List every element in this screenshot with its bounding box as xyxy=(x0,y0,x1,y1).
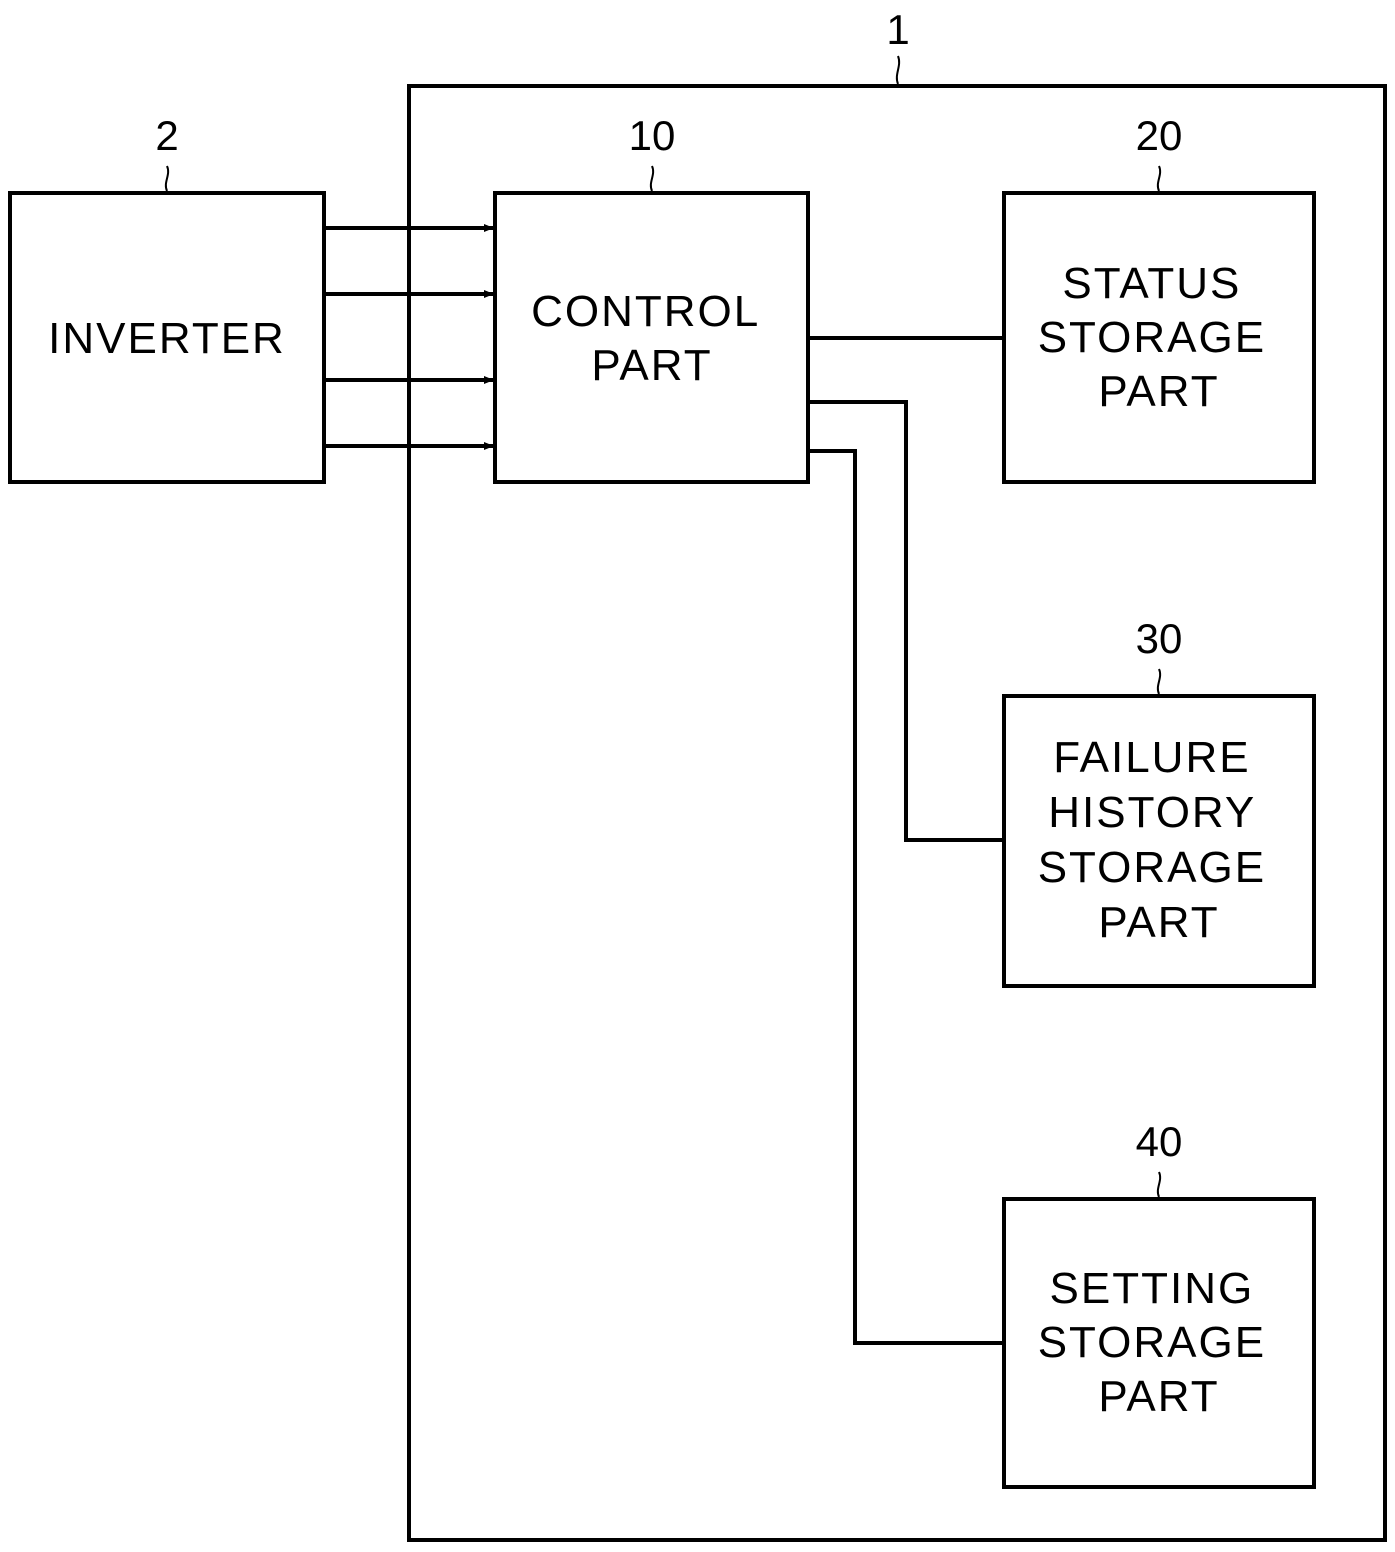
control-part-block xyxy=(495,193,808,482)
status-storage-ref-number: 20 xyxy=(1136,112,1183,159)
control-part-label-line-2: PART xyxy=(591,341,712,390)
inverter-label: INVERTER xyxy=(48,314,286,363)
control-part-label-line-1: CONTROL xyxy=(531,287,759,336)
inverter-ref-leader xyxy=(166,166,168,191)
setting-storage-ref-number: 40 xyxy=(1136,1118,1183,1165)
control-part-ref-number: 10 xyxy=(629,112,676,159)
failure-history-label-line-1: FAILURE xyxy=(1053,733,1250,782)
failure-history-ref-number: 30 xyxy=(1136,615,1183,662)
device-ref-leader xyxy=(897,56,899,84)
status-storage-label-line-1: STATUS xyxy=(1062,259,1241,308)
device-ref-number: 1 xyxy=(886,6,909,53)
control-part-ref-leader xyxy=(651,166,653,191)
control-to-failure-history-storage-line xyxy=(810,402,1002,840)
setting-storage-label-line-1: SETTING xyxy=(1050,1264,1255,1313)
inverter-label-line-1: INVERTER xyxy=(48,314,286,363)
setting-storage-label-line-3: PART xyxy=(1098,1372,1219,1421)
failure-history-label-line-4: PART xyxy=(1098,898,1219,947)
failure-history-label-line-3: STORAGE xyxy=(1038,843,1266,892)
status-storage-label-line-3: PART xyxy=(1098,367,1219,416)
inverter-ref-number: 2 xyxy=(155,112,178,159)
failure-history-label-line-2: HISTORY xyxy=(1048,788,1255,837)
setting-storage-ref-leader xyxy=(1158,1172,1160,1197)
status-storage-ref-leader xyxy=(1158,166,1160,191)
status-storage-label-line-2: STORAGE xyxy=(1038,313,1266,362)
failure-history-ref-leader xyxy=(1158,669,1160,694)
setting-storage-label-line-2: STORAGE xyxy=(1038,1318,1266,1367)
